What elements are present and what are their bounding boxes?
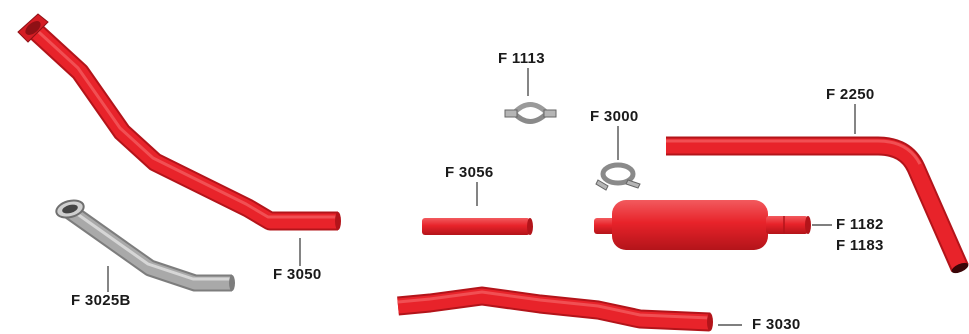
flange-icon [17,13,49,43]
muffler-icon [594,200,811,250]
tail-pipe [666,136,969,274]
grey-bend-pipe [55,199,235,292]
part-code-label: F 3000 [590,108,639,125]
clamp-icon [595,162,641,191]
part-code-label: F 3025B [71,292,131,309]
short-pipe [422,218,533,235]
rear-pipe [397,286,713,332]
clamp-icon [504,102,557,124]
front-pipe [17,13,341,231]
part-code-label: F 1183 [836,237,884,254]
part-code-label: F 1182 [836,216,884,233]
part-code-label: F 1113 [498,50,545,67]
part-code-label: F 3056 [445,164,494,181]
part-code-label: F 2250 [826,86,875,103]
part-code-label: F 3030 [752,316,801,333]
part-code-label: F 3050 [273,266,322,283]
leader-lines [107,68,856,326]
